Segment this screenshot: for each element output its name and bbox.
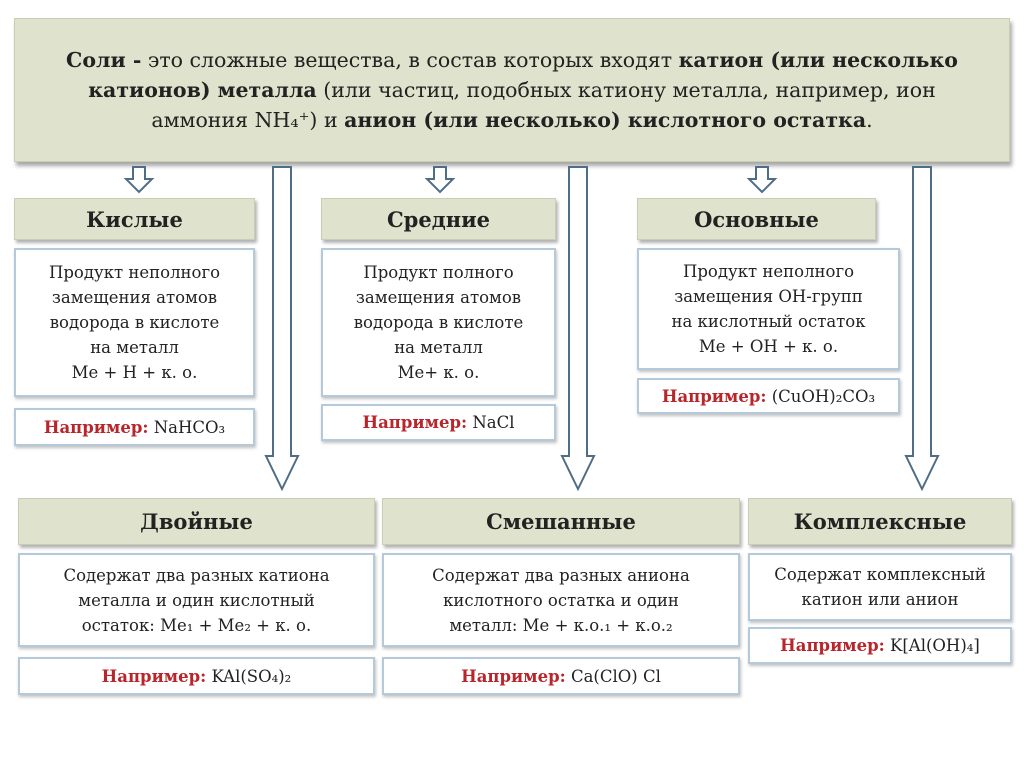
description-line: металла и один кислотный: [78, 590, 315, 610]
type-description-complex: Содержат комплексный катион или анион: [748, 553, 1012, 621]
type-description-basic: Продукт неполного замещения ОН-групп на ки…: [637, 248, 900, 370]
type-title: Двойные: [140, 509, 253, 534]
type-header-normal: Средние: [321, 198, 556, 240]
example-label: Например:: [101, 666, 207, 686]
description-line: Содержат два разных катиона: [63, 565, 330, 585]
long-arrow-down-icon: [904, 166, 940, 492]
example-formula: K[Al(OH)₄]: [890, 636, 980, 655]
salt-definition-box: Соли - это сложные вещества, в состав ко…: [14, 18, 1010, 162]
arrow-down-icon: [746, 166, 778, 194]
example-formula: NaHCO₃: [153, 417, 226, 437]
type-example-acidic: Например: NaHCO₃: [14, 408, 255, 446]
description-line: водорода в кислоте: [49, 313, 220, 332]
type-header-acidic: Кислые: [14, 198, 255, 240]
arrow-down-icon: [424, 166, 456, 194]
definition-segment: (или частиц, подобных катиону металла, н…: [151, 78, 936, 132]
long-arrow-down-icon: [264, 166, 300, 492]
salt-definition-text: Соли - это сложные вещества, в состав ко…: [55, 45, 969, 135]
example-formula: NaCl: [472, 413, 515, 432]
example-formula: (CuOH)₂CO₃: [771, 386, 876, 406]
long-arrow-down-icon: [560, 166, 596, 492]
example-label: Например:: [661, 386, 767, 406]
description-line: кислотного остатка и один: [443, 590, 679, 610]
description-line: Me+ к. о.: [397, 363, 480, 382]
type-title: Комплексные: [793, 509, 967, 534]
definition-segment: .: [866, 108, 873, 132]
example-formula: KAl(SO₄)₂: [211, 666, 292, 686]
type-description-double: Содержат два разных катиона металла и оди…: [18, 553, 375, 647]
type-header-double: Двойные: [18, 498, 375, 545]
definition-segment: это сложные вещества, в состав которых в…: [141, 48, 679, 72]
description-line: на кислотный остаток: [671, 312, 866, 331]
description-line: Продукт неполного: [682, 262, 855, 281]
description-line: водорода в кислоте: [353, 313, 524, 332]
example-label: Например:: [461, 666, 566, 686]
description-line: на металл: [394, 338, 483, 357]
description-line: остаток: Me₁ + Me₂ + к. о.: [81, 615, 312, 635]
type-title: Основные: [694, 206, 819, 232]
type-example-mixed: Например: Ca(ClO) Cl: [382, 657, 740, 695]
definition-segment: анион (или несколько) кислотного остатка: [344, 108, 867, 132]
description-line: замещения атомов: [51, 288, 218, 307]
type-header-complex: Комплексные: [748, 498, 1012, 545]
description-line: Продукт неполного: [48, 263, 221, 282]
example-formula: Ca(ClO) Cl: [570, 666, 661, 686]
example-label: Например:: [43, 417, 149, 437]
example-label: Например:: [362, 413, 468, 432]
type-header-mixed: Смешанные: [382, 498, 740, 545]
type-title: Кислые: [86, 206, 183, 232]
type-description-mixed: Содержат два разных аниона кислотного ост…: [382, 553, 740, 647]
description-line: Продукт полного: [363, 263, 514, 282]
description-line: Me + OH + к. о.: [698, 337, 839, 356]
description-line: катион или анион: [801, 590, 959, 609]
description-line: замещения атомов: [355, 288, 522, 307]
definition-segment: катион (или несколько катионов) металла: [88, 48, 958, 102]
description-line: замещения ОН-групп: [674, 287, 863, 306]
definition-segment: Соли -: [66, 48, 142, 72]
description-line: Содержат два разных аниона: [432, 565, 690, 585]
type-title: Смешанные: [486, 509, 636, 534]
example-label: Например:: [780, 636, 885, 655]
description-line: Содержат комплексный: [774, 565, 986, 584]
type-title: Средние: [386, 206, 491, 232]
type-example-normal: Например: NaCl: [321, 404, 556, 441]
type-example-basic: Например: (CuOH)₂CO₃: [637, 378, 900, 414]
description-line: Me + H + к. о.: [71, 363, 198, 382]
description-line: на металл: [90, 338, 179, 357]
type-header-basic: Основные: [637, 198, 876, 240]
description-line: металл: Me + к.о.₁ + к.о.₂: [449, 615, 673, 635]
type-description-acidic: Продукт неполного замещения атомов водород…: [14, 248, 255, 397]
arrow-down-icon: [123, 166, 155, 194]
type-example-complex: Например: K[Al(OH)₄]: [748, 627, 1012, 664]
type-description-normal: Продукт полного замещения атомов водорода …: [321, 248, 556, 397]
type-example-double: Например: KAl(SO₄)₂: [18, 657, 375, 695]
